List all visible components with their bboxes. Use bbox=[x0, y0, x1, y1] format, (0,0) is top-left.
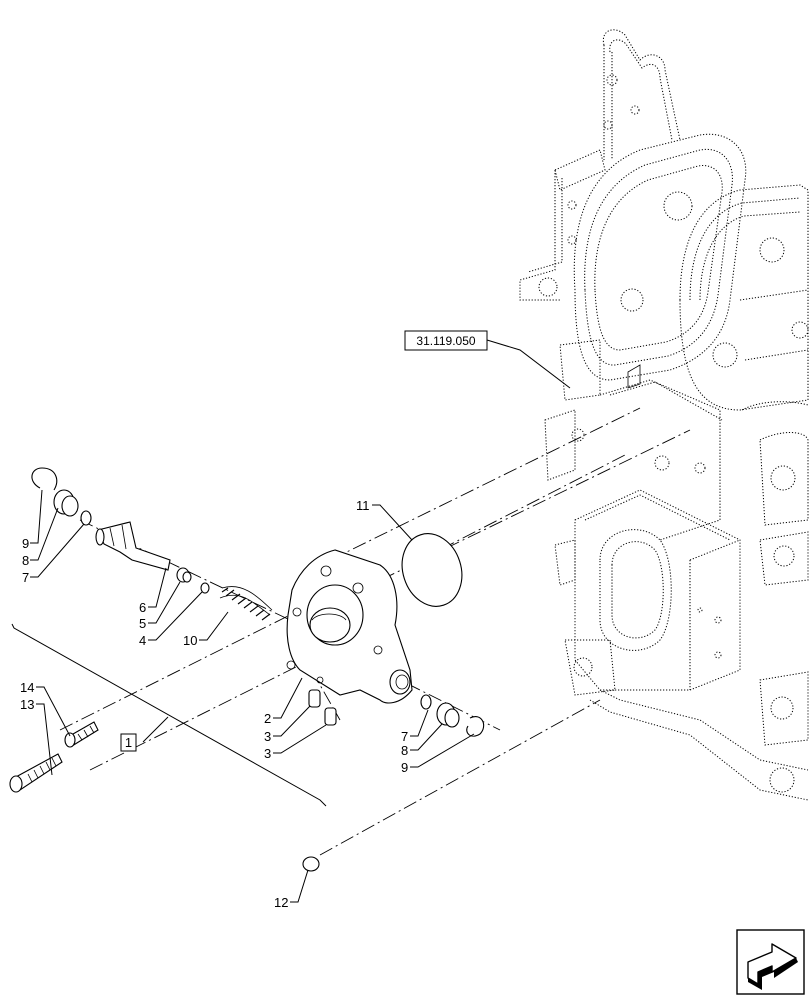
callout-3-a: 3 bbox=[264, 729, 271, 744]
pin-part-3-a bbox=[308, 689, 321, 708]
o-ring-part-12 bbox=[302, 856, 320, 872]
assembly-group-line bbox=[11, 623, 327, 807]
transmission-housing bbox=[519, 29, 809, 801]
leader-lines bbox=[30, 339, 571, 903]
callout-labels: 9 8 7 6 5 4 10 11 2 3 3 14 13 7 8 9 12 bbox=[20, 498, 408, 910]
callout-14: 14 bbox=[20, 680, 34, 695]
callout-9-left: 9 bbox=[22, 536, 29, 551]
callout-12: 12 bbox=[274, 895, 288, 910]
ring-part-4 bbox=[200, 582, 210, 594]
seat-part-5 bbox=[176, 567, 192, 583]
plug-part-8-right bbox=[436, 702, 460, 728]
o-ring-part-7-left bbox=[80, 510, 92, 526]
callout-8-right: 8 bbox=[401, 743, 408, 758]
callout-10: 10 bbox=[183, 633, 197, 648]
plug-part-8-left bbox=[53, 489, 79, 517]
callout-3-b: 3 bbox=[264, 746, 271, 761]
callout-11: 11 bbox=[356, 498, 370, 513]
circlip-part-9-right bbox=[466, 716, 485, 737]
pin-part-3-b bbox=[324, 707, 337, 726]
o-ring-part-11 bbox=[401, 533, 463, 607]
bolt-part-13 bbox=[9, 753, 63, 793]
assembly-box: 1 bbox=[120, 733, 137, 752]
callout-5: 5 bbox=[139, 616, 146, 631]
spring-part-10 bbox=[219, 586, 273, 621]
callout-4: 4 bbox=[139, 633, 146, 648]
reference-box[interactable]: 31.119.050 bbox=[404, 330, 488, 351]
callout-9-right: 9 bbox=[401, 760, 408, 775]
spool-part-6 bbox=[95, 521, 171, 571]
circlip-part-9-left bbox=[31, 467, 58, 491]
callout-13: 13 bbox=[20, 697, 34, 712]
callout-6: 6 bbox=[139, 600, 146, 615]
callout-2: 2 bbox=[264, 711, 271, 726]
assembly-label: 1 bbox=[125, 735, 132, 750]
valve-body-part-2 bbox=[286, 549, 413, 704]
reference-label: 31.119.050 bbox=[416, 334, 475, 348]
callout-7-right: 7 bbox=[401, 729, 408, 744]
callout-8-left: 8 bbox=[22, 553, 29, 568]
o-ring-part-7-right bbox=[420, 694, 432, 710]
next-page-arrow-icon[interactable] bbox=[736, 929, 805, 995]
callout-7-left: 7 bbox=[22, 570, 29, 585]
bolt-part-14 bbox=[64, 721, 99, 748]
